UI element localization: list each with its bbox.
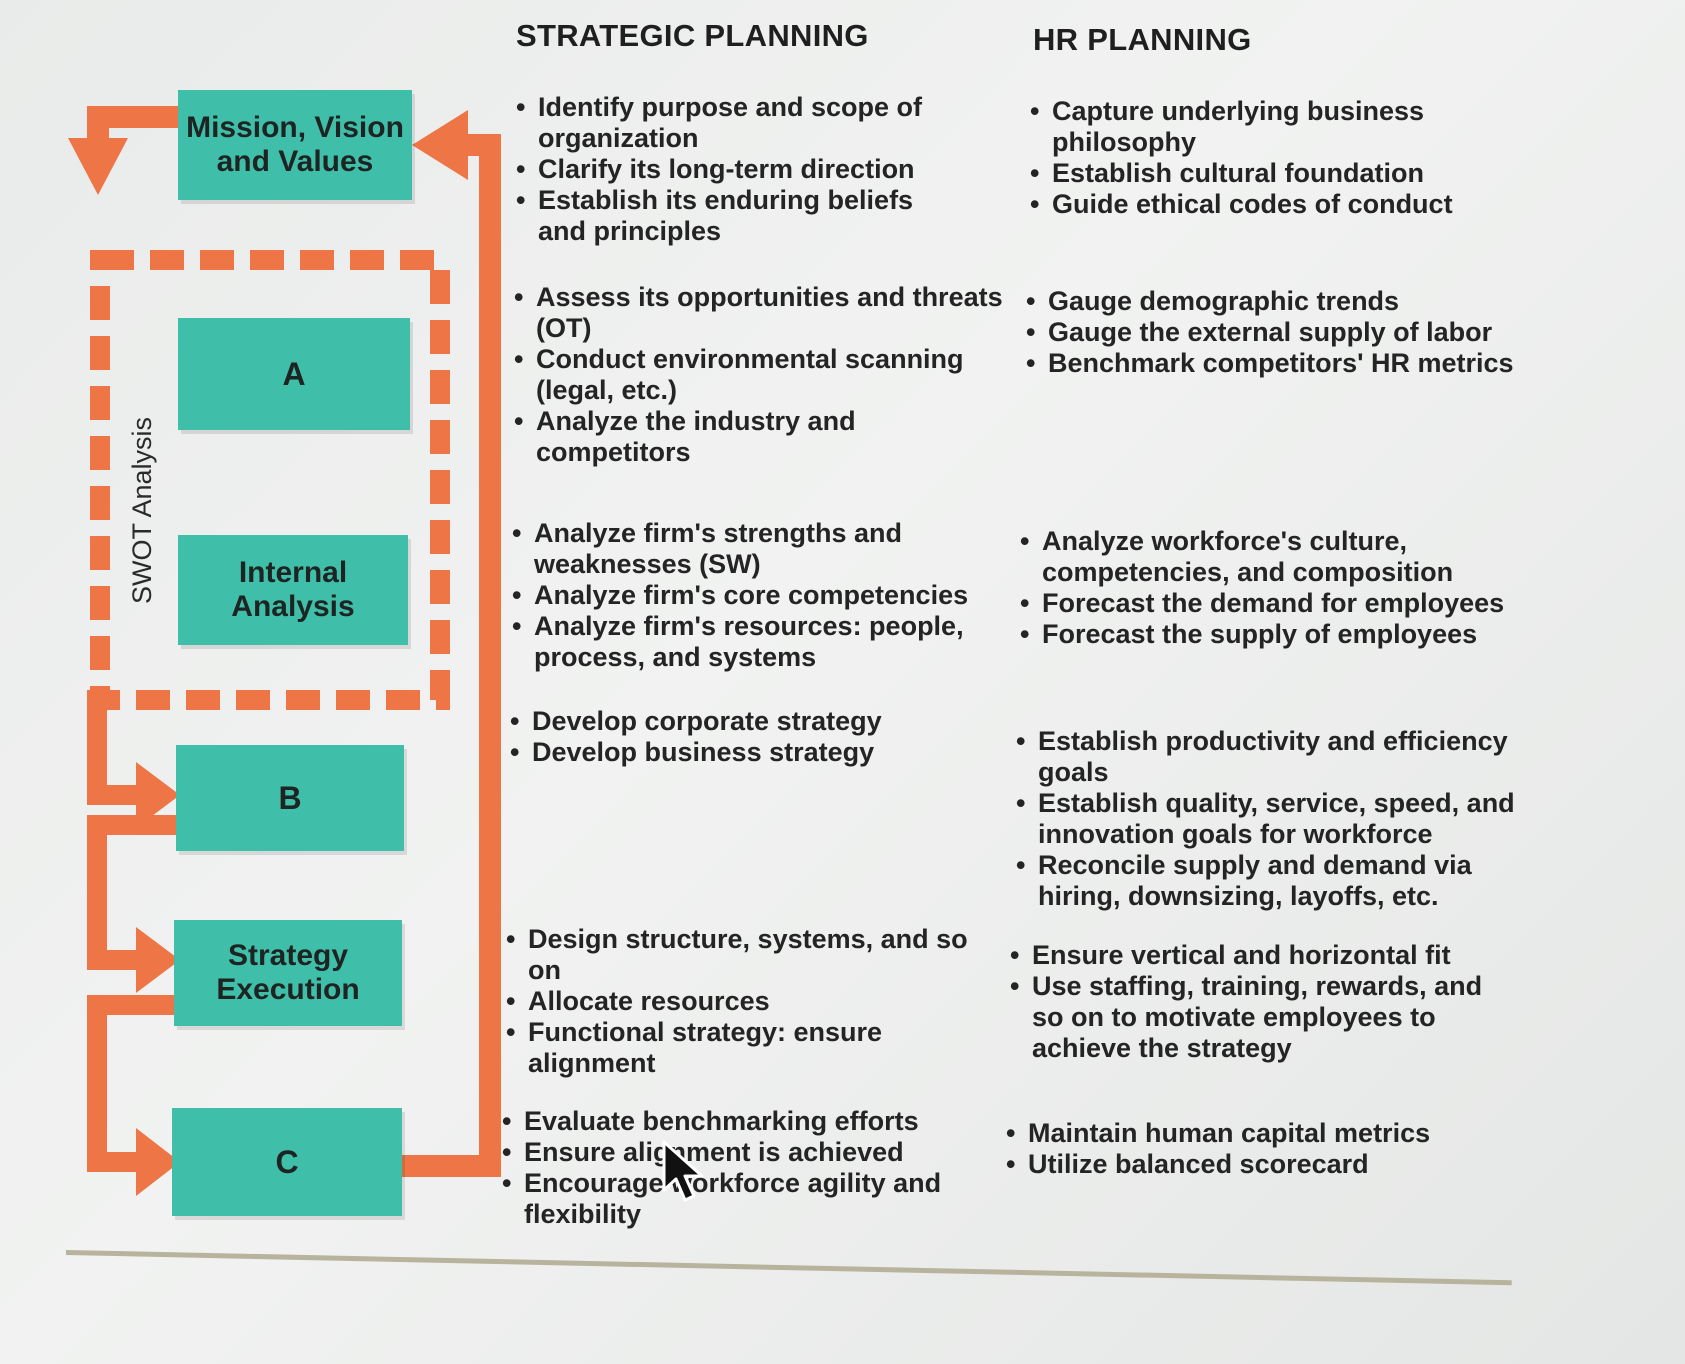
list-item: Establish its enduring beliefs and princ…: [516, 185, 936, 247]
list-item: Develop corporate strategy: [510, 706, 950, 737]
list-item: Capture underlying business philosophy: [1030, 96, 1442, 158]
list-item: Identify purpose and scope of organizati…: [516, 92, 936, 154]
list-item: Conduct environmental scanning (legal, e…: [514, 344, 1004, 406]
to-execution-arrowhead: [136, 927, 180, 993]
internal-box-line1: Internal: [238, 555, 348, 589]
mission-box-line1: Mission, Vision: [186, 110, 404, 144]
strategic-assessment-list: Evaluate benchmarking efforts Ensure ali…: [502, 1106, 942, 1230]
list-item: Maintain human capital metrics: [1006, 1118, 1506, 1149]
list-item: Gauge the external supply of labor: [1026, 317, 1526, 348]
hr-planning-header: HR PLANNING: [1033, 22, 1252, 57]
list-item: Establish quality, service, speed, and i…: [1016, 788, 1521, 850]
list-item: Analyze firm's resources: people, proces…: [512, 611, 972, 673]
list-item: Establish cultural foundation: [1030, 158, 1490, 189]
hr-execution-list: Ensure vertical and horizontal fit Use s…: [1010, 940, 1520, 1064]
execution-to-c-line: [87, 995, 178, 1172]
list-item: Analyze the industry and competitors: [514, 406, 1004, 468]
strategic-formulation-list: Develop corporate strategy Develop busin…: [510, 706, 950, 768]
to-c-arrowhead: [136, 1128, 180, 1196]
list-item: Evaluate benchmarking efforts: [502, 1106, 942, 1137]
list-item: Use staffing, training, rewards, and so …: [1010, 971, 1520, 1064]
strategic-mission-list: Identify purpose and scope of organizati…: [516, 92, 936, 247]
execution-box-line2: Execution: [216, 973, 360, 1006]
list-item: Utilize balanced scorecard: [1006, 1149, 1506, 1180]
mouse-cursor-icon: [662, 1140, 704, 1202]
hr-internal-list: Analyze workforce's culture, competencie…: [1020, 526, 1520, 650]
list-item: Encourage workforce agility and flexibil…: [502, 1168, 944, 1230]
list-item: Functional strategy: ensure alignment: [506, 1017, 898, 1079]
list-item: Guide ethical codes of conduct: [1030, 189, 1490, 220]
list-item: Analyze workforce's culture, competencie…: [1020, 526, 1472, 588]
list-item: Gauge demographic trends: [1026, 286, 1526, 317]
swot-to-b-line: [87, 690, 140, 805]
internal-box-line2: Analysis: [231, 590, 355, 623]
execution-box-line1: Strategy: [227, 938, 349, 972]
mission-vision-values-box: Mission, Vision and Values: [178, 90, 412, 200]
to-b-arrowhead: [136, 762, 180, 828]
list-item: Develop business strategy: [510, 737, 950, 768]
external-analysis-box: A: [178, 318, 410, 430]
hr-formulation-list: Establish productivity and efficiency go…: [1016, 726, 1521, 912]
strategic-external-list: Assess its opportunities and threats (OT…: [514, 282, 1004, 468]
swot-analysis-label: SWOT Analysis: [127, 416, 158, 604]
strategic-planning-header: STRATEGIC PLANNING: [516, 18, 869, 53]
list-item: Reconcile supply and demand via hiring, …: [1016, 850, 1508, 912]
strategic-internal-list: Analyze firm's strengths and weaknesses …: [512, 518, 972, 673]
mission-exit-line: [87, 106, 178, 140]
list-item: Ensure alignment is achieved: [502, 1137, 942, 1168]
hr-mission-list: Capture underlying business philosophy E…: [1030, 96, 1490, 220]
swot-analysis-label-wrap: SWOT Analysis: [108, 400, 178, 620]
list-item: Clarify its long-term direction: [516, 154, 936, 185]
strategy-execution-box: Strategy Execution: [174, 920, 402, 1026]
strategic-execution-list: Design structure, systems, and so on All…: [506, 924, 1006, 1079]
mission-exit-arrowhead: [68, 138, 128, 195]
box-c-label: C: [275, 1143, 299, 1180]
hr-external-list: Gauge demographic trends Gauge the exter…: [1026, 286, 1526, 379]
list-item: Benchmark competitors' HR metrics: [1026, 348, 1526, 379]
list-item: Design structure, systems, and so on: [506, 924, 1006, 986]
strategic-assessment-box: C: [172, 1108, 402, 1216]
list-item: Forecast the demand for employees: [1020, 588, 1520, 619]
feedback-loop-line: [400, 134, 501, 1177]
hr-assessment-list: Maintain human capital metrics Utilize b…: [1006, 1118, 1506, 1180]
box-a-label: A: [282, 355, 306, 392]
list-item: Allocate resources: [506, 986, 1006, 1017]
list-item: Analyze firm's core competencies: [512, 580, 972, 611]
feedback-arrowhead: [412, 110, 468, 180]
internal-analysis-box: Internal Analysis: [178, 535, 408, 645]
list-item: Assess its opportunities and threats (OT…: [514, 282, 1004, 344]
swot-dashed-frame: [90, 250, 450, 710]
box-b-label: B: [278, 779, 302, 816]
strategy-formulation-box: B: [176, 745, 404, 851]
mission-box-line2: and Values: [216, 145, 374, 178]
list-item: Analyze firm's strengths and weaknesses …: [512, 518, 972, 580]
list-item: Establish productivity and efficiency go…: [1016, 726, 1521, 788]
list-item: Forecast the supply of employees: [1020, 619, 1520, 650]
list-item: Ensure vertical and horizontal fit: [1010, 940, 1520, 971]
